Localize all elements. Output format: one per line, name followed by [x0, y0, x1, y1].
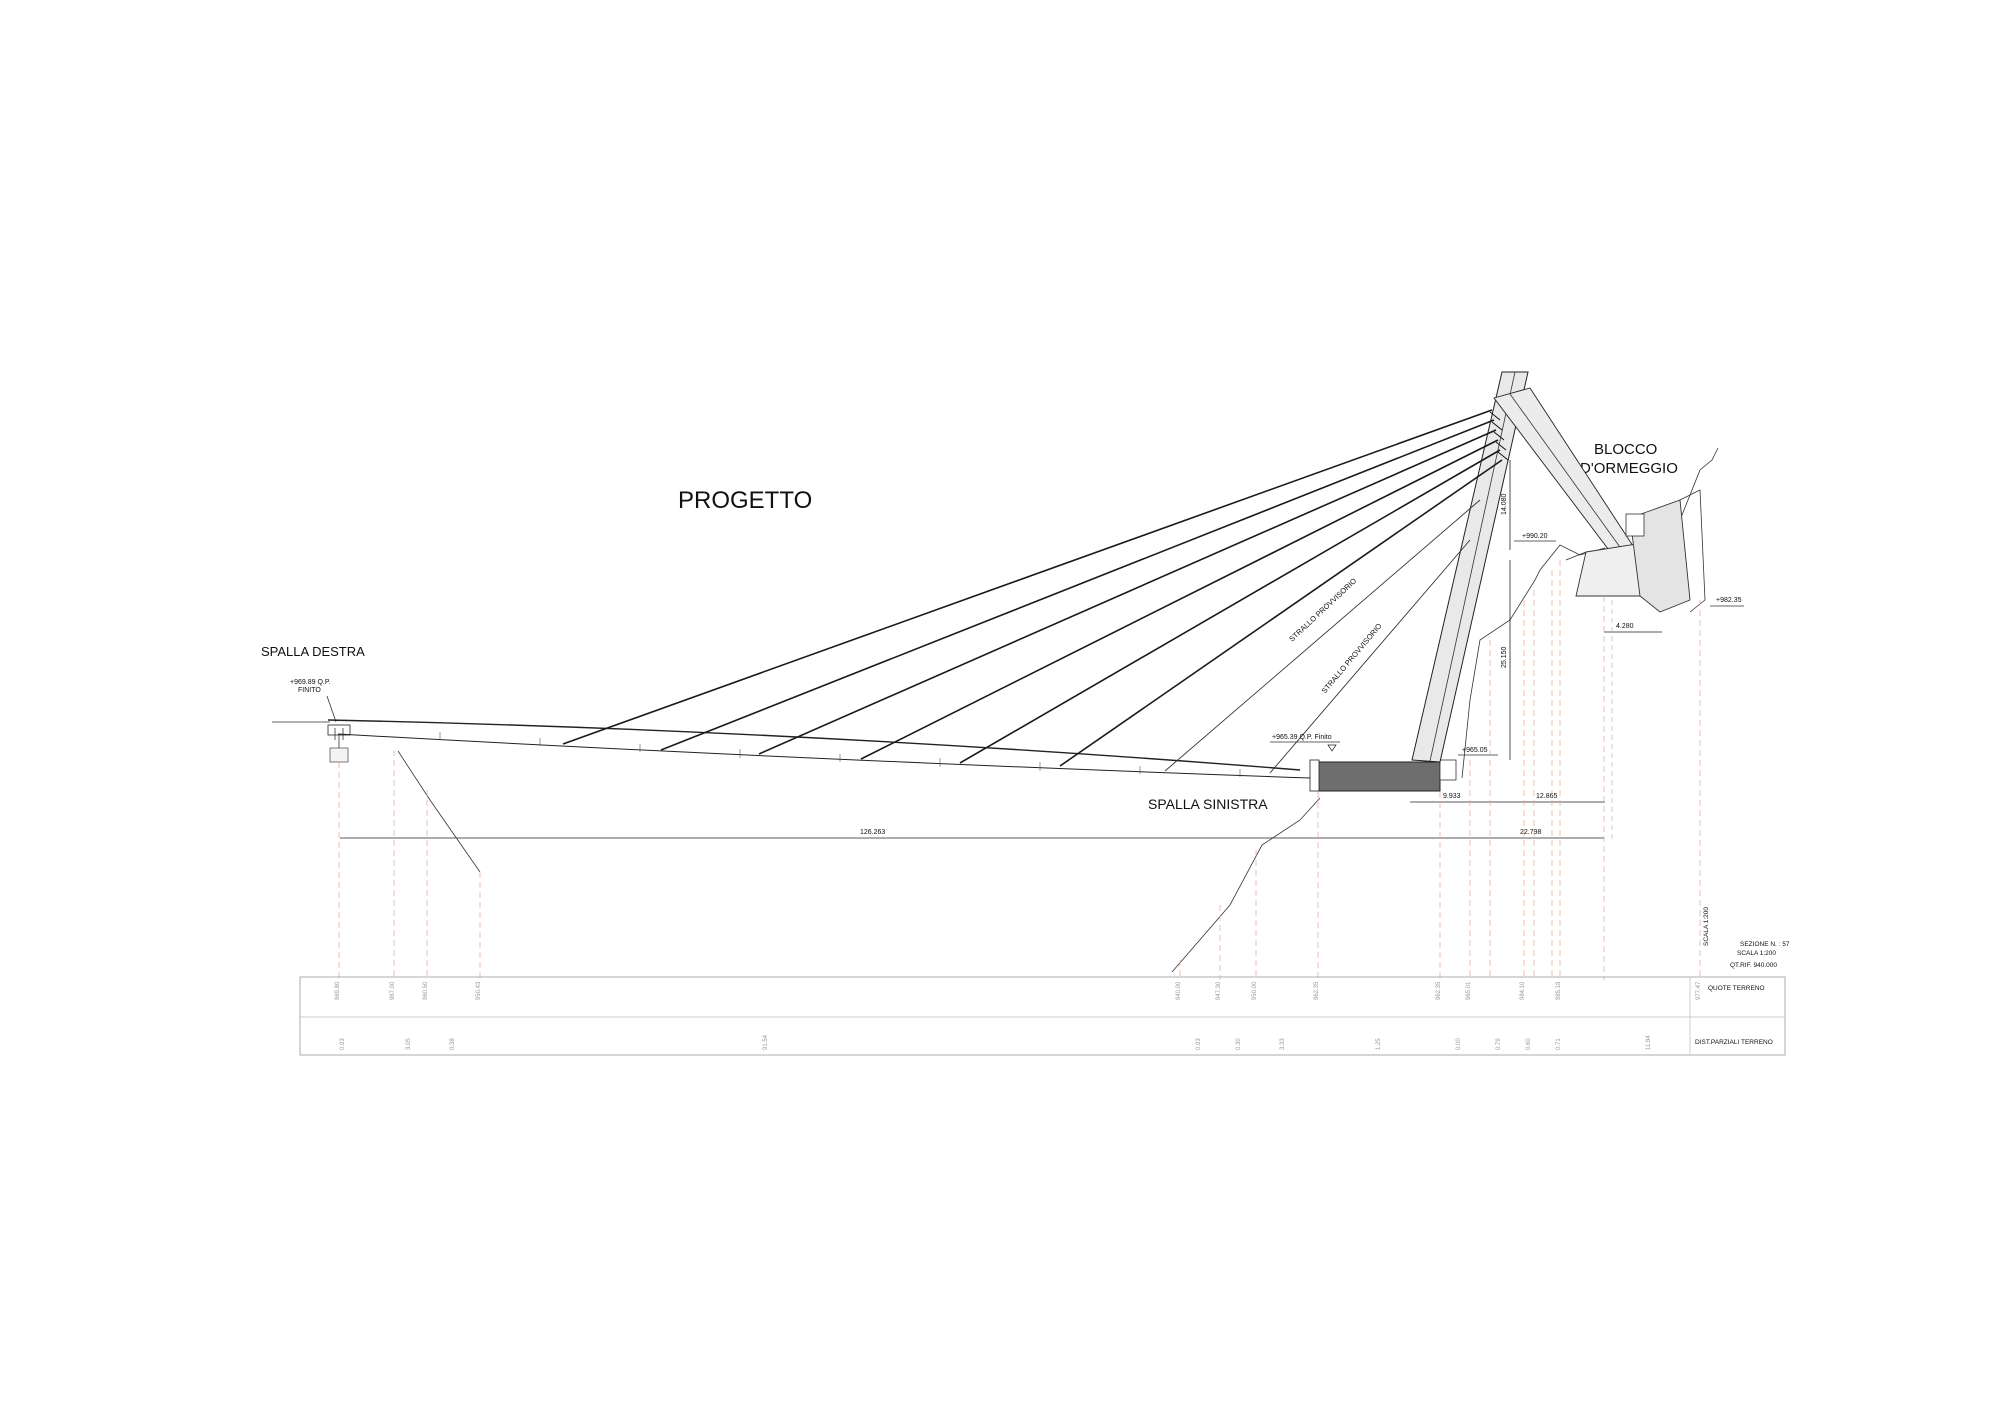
stay-cables — [562, 409, 1509, 774]
elevation-markers: +965.39 Q.P. Finito +965.05 +990.20 +982… — [1270, 533, 1744, 756]
left-abutment — [327, 724, 351, 763]
table-row1-label: QUOTE TERRENO — [1708, 985, 1765, 992]
svg-text:950.43: 950.43 — [476, 981, 482, 1000]
svg-text:940.00: 940.00 — [1176, 981, 1182, 1000]
svg-text:3.33: 3.33 — [1280, 1038, 1286, 1050]
svg-text:0.60: 0.60 — [1526, 1038, 1532, 1050]
svg-text:91.54: 91.54 — [763, 1034, 769, 1050]
section-scale: SCALA 1:200 — [1737, 950, 1776, 957]
svg-text:977.47: 977.47 — [1696, 981, 1702, 1000]
elev-deck-finish: +965.39 Q.P. Finito — [1272, 734, 1332, 741]
elev-left-finish-2: FINITO — [298, 687, 321, 694]
table-station-values: 969.80 967.00 960.50 950.43 940.00 947.3… — [335, 981, 1702, 1050]
svg-text:962.35: 962.35 — [1436, 981, 1442, 1000]
svg-text:947.30: 947.30 — [1216, 981, 1222, 1000]
svg-text:0.93: 0.93 — [340, 1038, 346, 1050]
pylon — [1411, 371, 1651, 763]
spalla-destra-label: SPALLA DESTRA — [261, 644, 365, 659]
svg-text:0.38: 0.38 — [450, 1038, 456, 1050]
svg-text:985.18: 985.18 — [1556, 981, 1562, 1000]
svg-text:0.00: 0.00 — [1456, 1038, 1462, 1050]
dim-25150: 25.150 — [1501, 646, 1508, 668]
anchor-block — [1565, 489, 1706, 613]
svg-text:962.35: 962.35 — [1314, 981, 1320, 1000]
svg-text:984.10: 984.10 — [1520, 981, 1526, 1000]
svg-text:969.80: 969.80 — [335, 981, 341, 1000]
blocco-label-line1: BLOCCO — [1594, 441, 1657, 458]
dim-9933: 9.933 — [1443, 793, 1461, 800]
spalla-sinistra-block — [1309, 759, 1457, 792]
svg-text:11.84: 11.84 — [1646, 1035, 1652, 1050]
drawing-title: PROGETTO — [678, 487, 812, 514]
station-lines — [338, 560, 1701, 980]
blocco-label-line2: D'ORMEGGIO — [1580, 460, 1678, 477]
svg-text:967.00: 967.00 — [390, 981, 396, 1000]
terrain-profile — [272, 447, 1719, 973]
elev-right: +982.35 — [1716, 597, 1742, 604]
dim-14080: 14.080 — [1501, 493, 1508, 515]
ground-data-table — [299, 976, 1786, 1056]
elev-left-finish-1: +969.89 Q.P. — [290, 679, 331, 686]
dim-4280: 4.280 — [1616, 623, 1634, 630]
side-scale: SCALA 1:200 — [1703, 907, 1710, 946]
dimension-lines — [340, 460, 1662, 839]
svg-text:0.93: 0.93 — [1196, 1038, 1202, 1050]
svg-text:0.79: 0.79 — [1496, 1038, 1502, 1050]
strallo-label-2: STRALLO PROVVISORIO — [1320, 621, 1384, 695]
table-row2-label: DIST.PARZIALI TERRENO — [1695, 1039, 1773, 1046]
bridge-deck — [327, 719, 1319, 779]
dim-12865: 12.865 — [1536, 793, 1558, 800]
section-ref-elev: QT.RIF. 940.000 — [1730, 962, 1777, 969]
section-number: SEZIONE N. : 57 — [1740, 941, 1790, 948]
spalla-sinistra-label: SPALLA SINISTRA — [1148, 796, 1268, 812]
svg-text:1.25: 1.25 — [1376, 1038, 1382, 1050]
svg-text:0.71: 0.71 — [1556, 1038, 1562, 1050]
svg-text:950.00: 950.00 — [1252, 981, 1258, 1000]
dim-main-span: 126.263 — [860, 829, 885, 836]
elev-anchor-top: +990.20 — [1522, 533, 1548, 540]
elev-base: +965.05 — [1462, 747, 1488, 754]
dim-22798: 22.798 — [1520, 829, 1542, 836]
strallo-label-1: STRALLO PROVVISORIO — [1287, 576, 1358, 643]
svg-text:3.05: 3.05 — [406, 1038, 412, 1050]
svg-text:0.30: 0.30 — [1236, 1038, 1242, 1050]
svg-text:960.50: 960.50 — [423, 981, 429, 1000]
svg-text:965.01: 965.01 — [1466, 981, 1472, 1000]
